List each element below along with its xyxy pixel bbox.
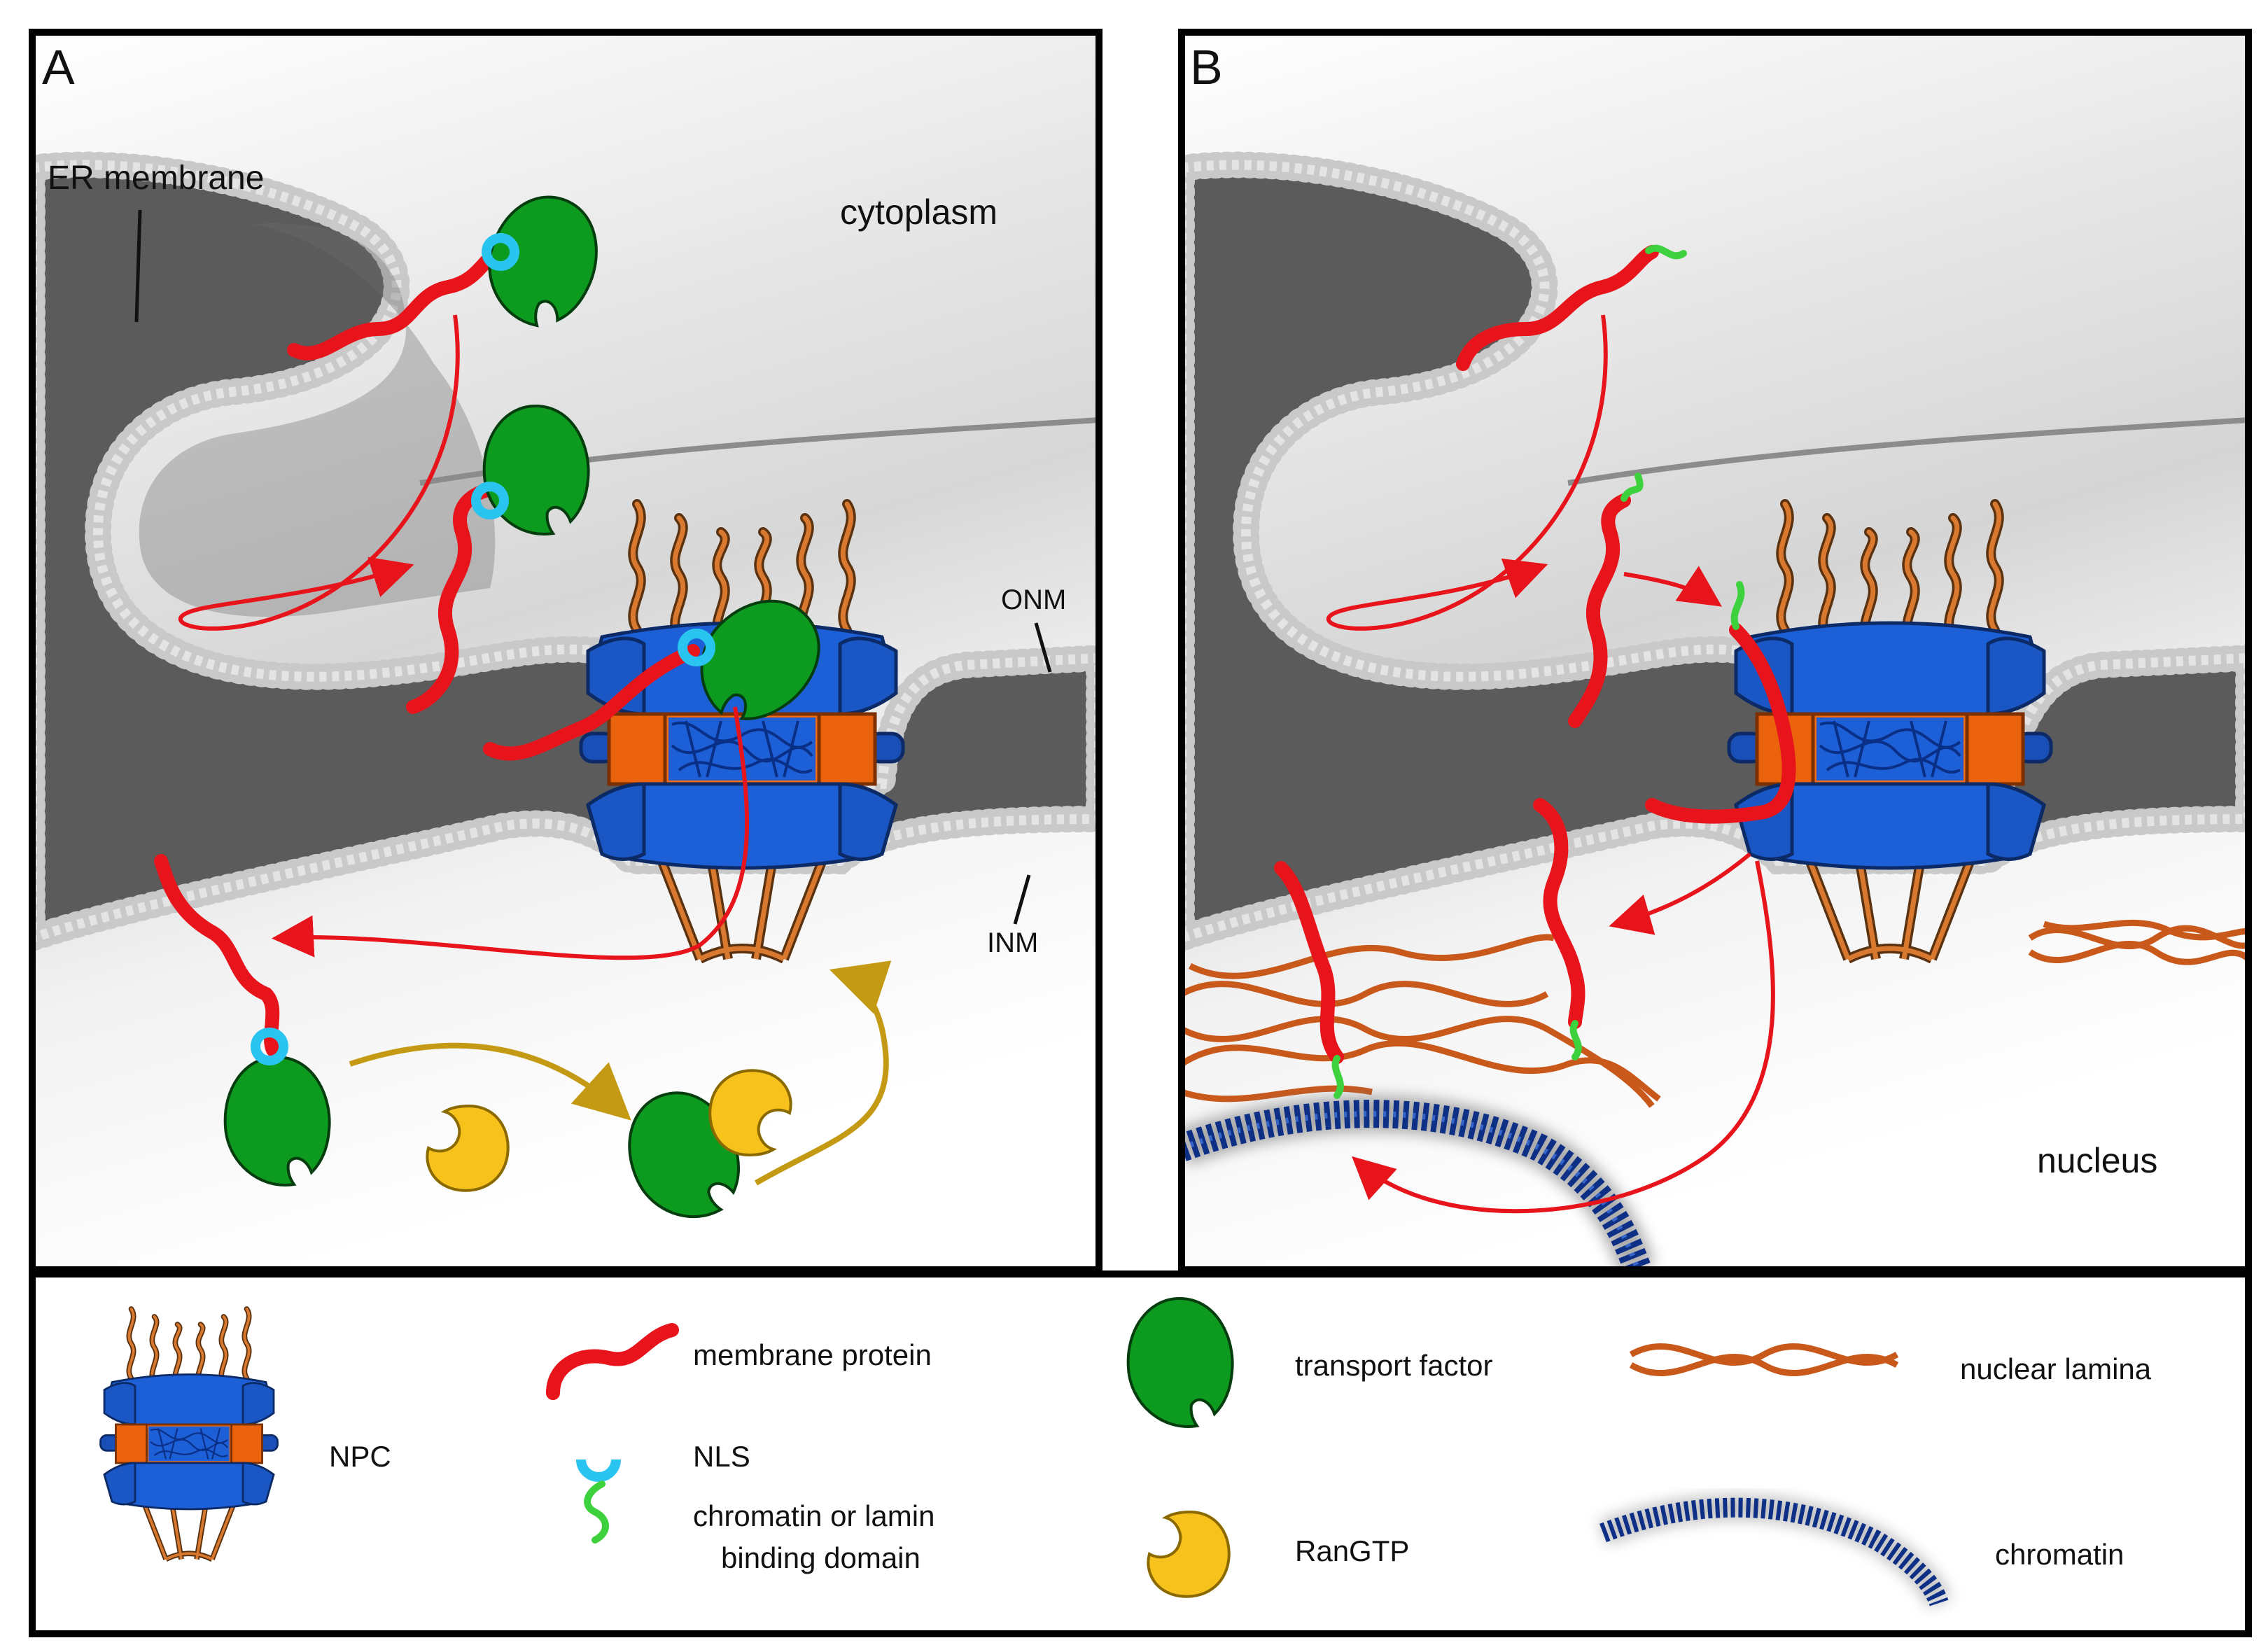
legend-chromatin-icon (1598, 1494, 1952, 1608)
legend-binding-domain-label-1: chromatin or lamin (693, 1499, 934, 1532)
panel-a-letter: A (42, 40, 75, 94)
legend-transport-factor-label: transport factor (1295, 1349, 1492, 1382)
er-membrane-label: ER membrane (48, 160, 264, 197)
legend-rangtp-label: RanGTP (1295, 1534, 1409, 1567)
nucleus-label: nucleus (2037, 1141, 2157, 1180)
membrane-protein-a4 (154, 854, 280, 1057)
legend-nuclear-lamina-label: nuclear lamina (1960, 1352, 2152, 1385)
legend-nls-icon (576, 1459, 621, 1482)
legend-transport-factor-icon (1126, 1297, 1234, 1429)
legend-chromatin-label: chromatin (1995, 1538, 2124, 1571)
legend-npc-label: NPC (329, 1440, 391, 1473)
panel-a (32, 32, 1099, 1270)
membrane-protein-a1 (287, 238, 518, 360)
panel-b (1182, 32, 2248, 1270)
inm-label: INM (987, 927, 1038, 958)
membrane-protein-a3 (483, 644, 700, 761)
legend-binding-domain-label-2: binding domain (721, 1541, 920, 1574)
legend-membrane-protein-icon (546, 1323, 679, 1400)
legend-binding-domain-icon (584, 1480, 609, 1544)
onm-label: ONM (1001, 584, 1066, 615)
panel-b-letter: B (1190, 40, 1223, 94)
membrane-protein-a2 (406, 483, 497, 714)
cytoplasm-label: cytoplasm (840, 192, 997, 232)
legend-nuclear-lamina-icon (1629, 1343, 1899, 1376)
legend-nls-label: NLS (693, 1440, 750, 1473)
legend-membrane-protein-label: membrane protein (693, 1338, 932, 1371)
